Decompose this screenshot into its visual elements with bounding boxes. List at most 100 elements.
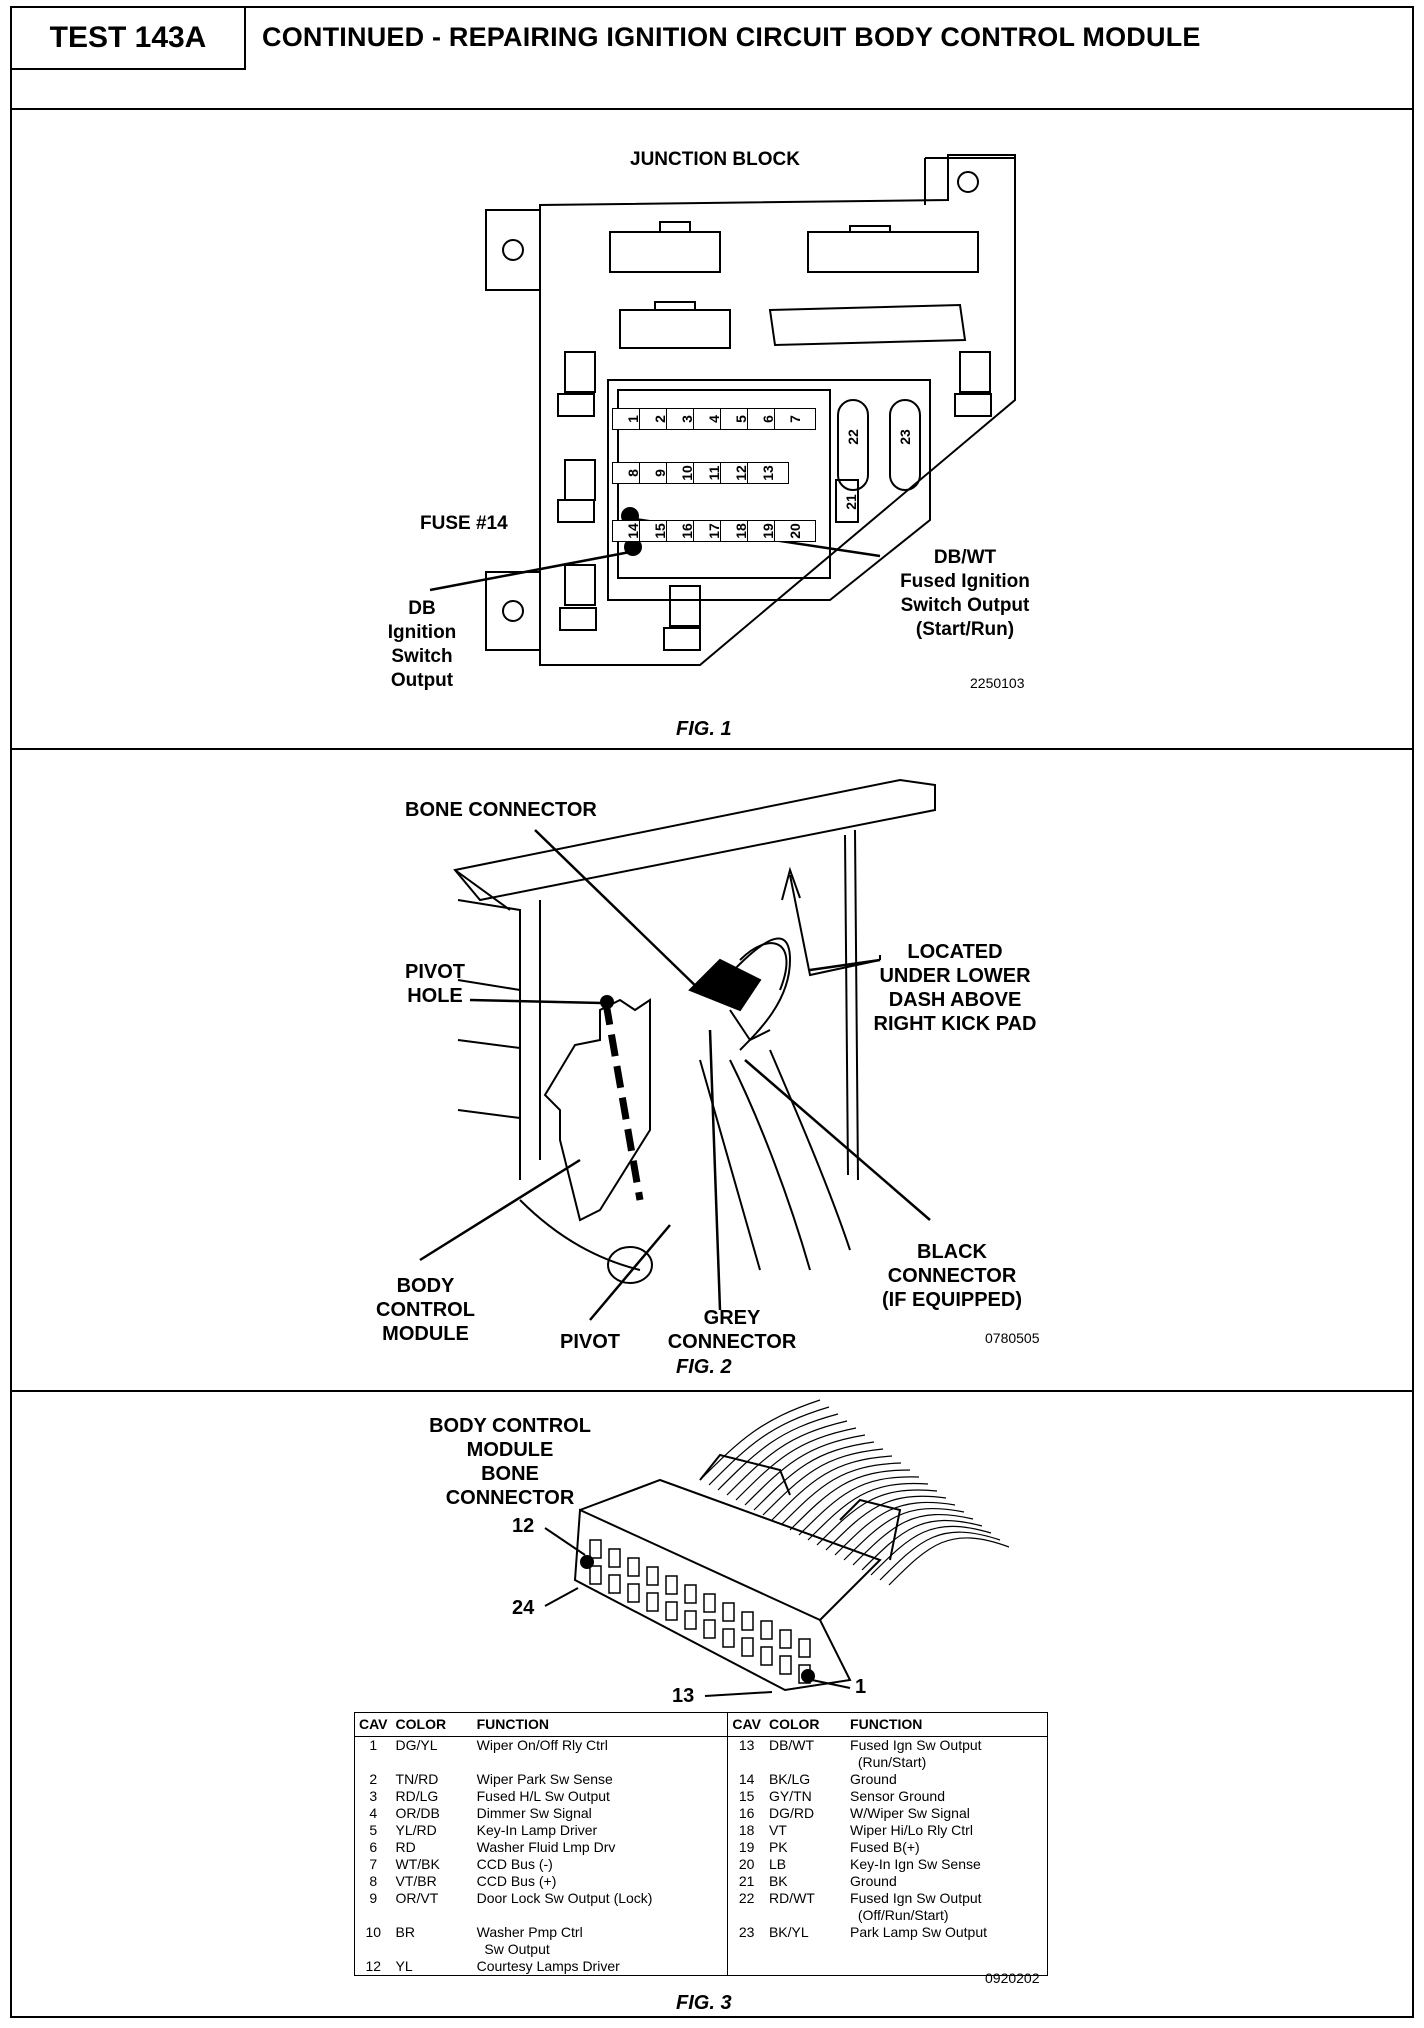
function-cell: CCD Bus (-)	[472, 1856, 729, 1873]
fig1-part-number: 2250103	[970, 675, 1025, 691]
connector-cavity	[608, 1574, 621, 1594]
wire	[870, 1525, 992, 1576]
color-cell: WT/BK	[395, 1856, 440, 1872]
wire	[834, 1501, 956, 1556]
connector-cavity	[798, 1638, 811, 1658]
wire	[717, 1413, 839, 1491]
connector-cavity	[741, 1611, 754, 1631]
color-cell: BK/LG	[768, 1771, 811, 1787]
col-cav: CAV	[727, 1712, 765, 1737]
col-cav: CAV	[354, 1712, 392, 1737]
wire	[699, 1399, 821, 1481]
junction-block-drawing	[429, 154, 1016, 666]
pin-24-label: 24	[512, 1597, 535, 1619]
function-cell: CCD Bus (+)	[472, 1873, 729, 1890]
color-cell: BK	[768, 1873, 788, 1889]
function-cell: Ground	[850, 1771, 897, 1787]
function-cell: Wiper Park Sw Sense	[472, 1771, 729, 1788]
cav-cell: 20	[738, 1856, 755, 1872]
connector-cavity	[722, 1602, 735, 1622]
wire	[744, 1434, 866, 1506]
connector-cavity	[684, 1610, 697, 1630]
function-cell: Key-In Ign Sw Sense	[850, 1856, 981, 1872]
cav-cell: 18	[738, 1822, 755, 1838]
cav-cell: 8	[369, 1873, 378, 1889]
wire	[843, 1508, 965, 1561]
color-cell: YL	[395, 1958, 413, 1974]
color-cell: RD/LG	[395, 1788, 439, 1804]
fig2-caption: FIG. 2	[676, 1356, 732, 1378]
connector-cavity	[627, 1557, 640, 1577]
wire	[762, 1448, 884, 1516]
wire	[798, 1476, 920, 1536]
cav-cell: 2	[369, 1771, 378, 1787]
wire	[825, 1495, 947, 1551]
connector-cavity	[779, 1655, 792, 1675]
cav-cell: 13	[738, 1737, 755, 1753]
fig3-caption: FIG. 3	[676, 1992, 732, 2014]
cav-cell: 16	[738, 1805, 755, 1821]
color-cell: DG/RD	[768, 1805, 815, 1821]
wire	[735, 1427, 857, 1501]
color-cell: PK	[768, 1839, 788, 1855]
pin-1-label: 1	[855, 1676, 867, 1698]
connector-cavity	[589, 1539, 602, 1559]
function-cell: Ground	[850, 1873, 897, 1889]
pivot-label: PIVOT	[560, 1331, 621, 1353]
connector-cavity	[779, 1629, 792, 1649]
table-header-row: CAV COLOR FUNCTION CAV COLOR FUNCTION	[354, 1712, 1048, 1737]
color-cell: BK/YL	[768, 1924, 809, 1940]
page-frame: TEST 143A CONTINUED - REPAIRING IGNITION…	[10, 6, 1414, 2018]
function-cell: Wiper On/Off Rly Ctrl	[472, 1736, 729, 1771]
pivot-hole-label: PIVOT HOLE	[404, 961, 465, 1007]
page-title: CONTINUED - REPAIRING IGNITION CIRCUIT B…	[262, 22, 1201, 52]
bone-connector-label: BONE CONNECTOR	[405, 799, 597, 821]
cav-cell: 12	[365, 1958, 382, 1974]
function-cell: Park Lamp Sw Output	[850, 1924, 987, 1940]
fuse-14-label: FUSE #14	[420, 513, 508, 534]
col-function: FUNCTION	[472, 1712, 729, 1737]
fig2-part-number: 0780505	[985, 1330, 1040, 1346]
fig3-title: BODY CONTROL MODULE BONE CONNECTOR	[429, 1415, 591, 1509]
cav-cell: 6	[369, 1839, 378, 1855]
function-cell: Courtesy Lamps Driver	[472, 1958, 729, 1976]
color-cell: DG/YL	[395, 1737, 438, 1753]
grey-connector-label: GREY CONNECTOR	[667, 1307, 797, 1353]
color-cell: OR/DB	[395, 1805, 440, 1821]
pin-12-label: 12	[512, 1515, 535, 1537]
wire	[861, 1519, 983, 1571]
connector-cavity	[627, 1583, 640, 1603]
color-cell: YL/RD	[395, 1822, 437, 1838]
cav-cell	[728, 1958, 765, 1976]
connector-cavity	[665, 1575, 678, 1595]
divider	[12, 748, 1412, 750]
db-label: DB Ignition Switch Output	[387, 598, 457, 691]
col-color: COLOR	[764, 1712, 847, 1737]
color-cell: DB/WT	[768, 1737, 815, 1753]
function-cell: Washer Pmp Ctrl Sw Output	[472, 1924, 729, 1958]
function-cell: Fused Ign Sw Output (Run/Start)	[850, 1737, 982, 1770]
connector-cavity	[684, 1584, 697, 1604]
cav-cell: 15	[738, 1788, 755, 1804]
connector-cavity	[589, 1565, 602, 1585]
color-cell: RD/WT	[768, 1890, 815, 1906]
cav-cell: 21	[738, 1873, 755, 1889]
connector-cavity	[608, 1548, 621, 1568]
function-cell: Fused B(+)	[850, 1839, 920, 1855]
junction-block-title: JUNCTION BLOCK	[630, 149, 800, 170]
wire	[726, 1420, 848, 1496]
wire	[879, 1531, 1001, 1581]
wire	[807, 1482, 929, 1541]
color-cell: VT	[768, 1822, 787, 1838]
cav-cell: 19	[738, 1839, 755, 1855]
function-cell: Dimmer Sw Signal	[472, 1805, 729, 1822]
